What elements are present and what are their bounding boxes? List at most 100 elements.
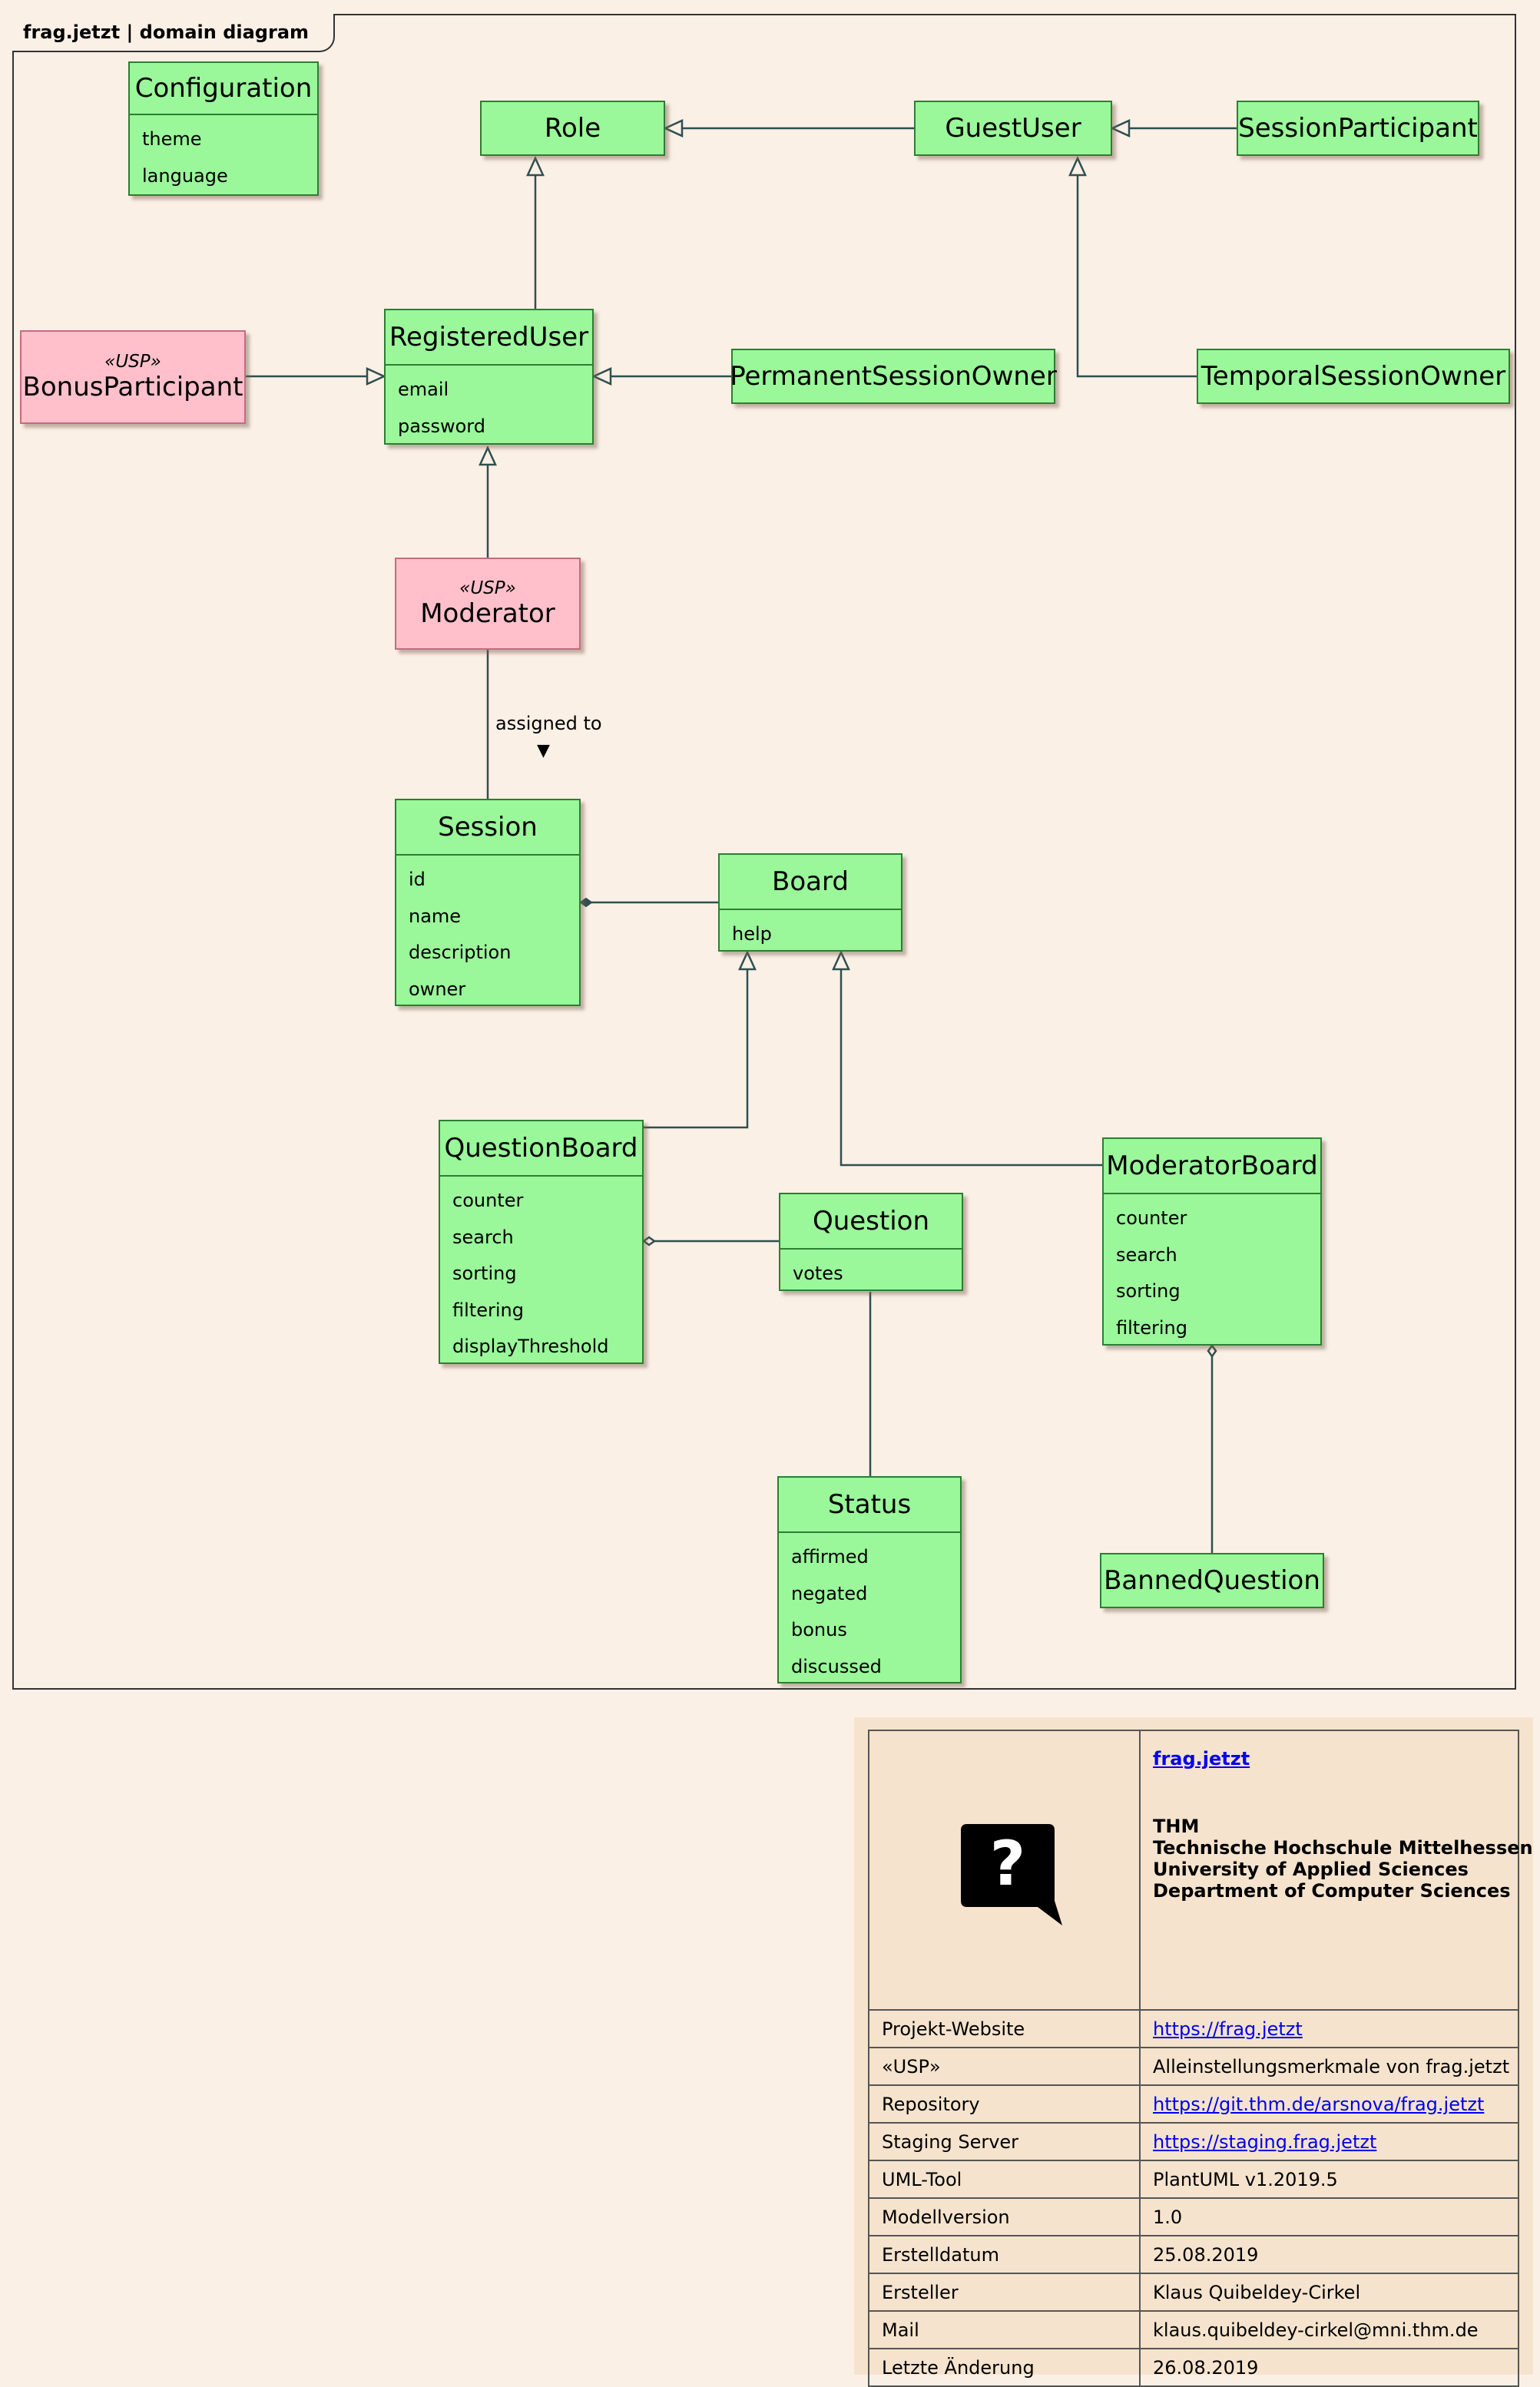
legend-value: Alleinstellungsmerkmale von frag.jetzt: [1139, 2047, 1519, 2086]
org-line: Technische Hochschule Mittelhessen: [1153, 1837, 1533, 1859]
class-name: GuestUser: [945, 113, 1081, 144]
project-info-cell: frag.jetzt THM Technische Hochschule Mit…: [1139, 1730, 1533, 2011]
attribute: counter: [1116, 1207, 1187, 1229]
legend-row: Erstelldatum 25.08.2019: [868, 2235, 1519, 2274]
triangle-guestuser-bottom: [1068, 155, 1087, 177]
class-name: TemporalSessionOwner: [1201, 361, 1506, 392]
legend-label: Projekt-Website: [868, 2009, 1141, 2048]
logo-cell: ?: [868, 1730, 1141, 2011]
class-permanentsessionowner[interactable]: PermanentSessionOwner: [730, 349, 1057, 404]
class-role[interactable]: Role: [480, 101, 665, 156]
diamond-session: [579, 897, 593, 908]
triangle-registereduser-bottom: [479, 445, 497, 466]
diamond-questionboard: [641, 1236, 657, 1246]
legend-label: Letzte Änderung: [868, 2348, 1141, 2387]
attribute: filtering: [452, 1299, 524, 1321]
class-name: Status: [827, 1489, 912, 1520]
class-name: ModeratorBoard: [1106, 1150, 1318, 1181]
triangle-board-bottom-right: [832, 949, 850, 971]
diagram-frame: [12, 14, 1516, 1690]
website-link[interactable]: https://frag.jetzt: [1153, 2018, 1303, 2040]
class-name: BannedQuestion: [1104, 1565, 1320, 1596]
legend-value: klaus.quibeldey-cirkel@mni.thm.de: [1139, 2310, 1519, 2349]
org-line: Department of Computer Sciences: [1153, 1880, 1511, 1902]
legend-value: 25.08.2019: [1139, 2235, 1519, 2274]
attribute: filtering: [1116, 1316, 1187, 1339]
class-status[interactable]: Status affirmed negated bonus discussed: [777, 1476, 962, 1683]
project-link[interactable]: frag.jetzt: [1153, 1748, 1250, 1770]
legend-row: Repository https://git.thm.de/arsnova/fr…: [868, 2084, 1519, 2124]
class-moderatorboard[interactable]: ModeratorBoard counter search sorting fi…: [1102, 1137, 1322, 1346]
class-name: BonusParticipant: [22, 372, 243, 402]
class-guestuser[interactable]: GuestUser: [914, 101, 1112, 156]
attribute: negated: [791, 1582, 868, 1604]
attribute: owner: [409, 978, 466, 1000]
legend-label: Ersteller: [868, 2273, 1141, 2312]
legend-row: Mail klaus.quibeldey-cirkel@mni.thm.de: [868, 2310, 1519, 2349]
question-speech-bubble-icon: ?: [960, 1824, 1062, 1925]
stereotype-label: «USP»: [104, 352, 161, 372]
class-moderator[interactable]: «USP» Moderator: [395, 558, 581, 650]
legend-label: «USP»: [868, 2047, 1141, 2086]
legend-label: UML-Tool: [868, 2160, 1141, 2199]
class-questionboard[interactable]: QuestionBoard counter search sorting fil…: [439, 1120, 644, 1364]
class-question[interactable]: Question votes: [779, 1193, 963, 1291]
legend-label: Modellversion: [868, 2197, 1141, 2236]
class-bannedquestion[interactable]: BannedQuestion: [1100, 1553, 1324, 1608]
stereotype-label: «USP»: [459, 578, 516, 598]
class-name: Moderator: [420, 598, 555, 629]
attribute: counter: [452, 1190, 524, 1211]
class-name: RegisteredUser: [389, 322, 589, 353]
attribute: help: [732, 923, 772, 945]
generalization-questionboard-board: [644, 952, 749, 1129]
org-line: University of Applied Sciences: [1153, 1859, 1469, 1880]
class-sessionparticipant[interactable]: SessionParticipant: [1237, 101, 1479, 156]
class-configuration[interactable]: Configuration theme language: [128, 61, 319, 196]
generalization-temporalsessionowner-guestuser: [1076, 158, 1197, 378]
class-session[interactable]: Session id name description owner: [395, 799, 581, 1006]
class-board[interactable]: Board help: [718, 853, 902, 952]
relationship-lines: [246, 119, 1237, 1553]
svg-text:?: ?: [989, 1828, 1025, 1899]
legend-row: Modellversion 1.0: [868, 2197, 1519, 2236]
class-name: Question: [812, 1206, 930, 1237]
triangle-registereduser-left: [366, 367, 387, 386]
diagram-title: frag.jetzt | domain diagram: [12, 14, 336, 52]
legend-table: ? frag.jetzt THM Technische Hochschule M…: [868, 1730, 1533, 2387]
repository-link[interactable]: https://git.thm.de/arsnova/frag.jetzt: [1153, 2093, 1485, 2115]
legend-row: UML-Tool PlantUML v1.2019.5: [868, 2160, 1519, 2199]
org-line: THM: [1153, 1816, 1200, 1837]
attribute: bonus: [791, 1619, 847, 1640]
attribute: name: [409, 905, 462, 927]
class-registereduser[interactable]: RegisteredUser email password: [384, 309, 594, 445]
class-name: Configuration: [134, 73, 313, 104]
attribute: discussed: [791, 1655, 882, 1677]
attribute: email: [398, 379, 449, 400]
legend-value: PlantUML v1.2019.5: [1139, 2160, 1519, 2199]
attribute: search: [452, 1226, 514, 1248]
attribute: password: [398, 415, 485, 437]
triangle-role-bottom: [526, 155, 545, 177]
legend-row: Staging Server https://staging.frag.jetz…: [868, 2122, 1519, 2161]
triangle-registereduser-right: [591, 367, 612, 386]
class-name: Role: [544, 113, 601, 144]
class-name: SessionParticipant: [1238, 113, 1478, 144]
legend-value: 1.0: [1139, 2197, 1519, 2236]
legend-row: «USP» Alleinstellungsmerkmale von frag.j…: [868, 2047, 1519, 2086]
association-direction-icon: ▼: [537, 741, 550, 760]
attribute: sorting: [452, 1263, 517, 1284]
legend-label: Mail: [868, 2310, 1141, 2349]
class-name: QuestionBoard: [444, 1133, 638, 1164]
triangle-board-bottom-left: [738, 949, 757, 971]
diamond-moderatorboard: [1207, 1343, 1217, 1359]
staging-link[interactable]: https://staging.frag.jetzt: [1153, 2130, 1377, 2153]
attribute: sorting: [1116, 1280, 1181, 1302]
triangle-role-right: [662, 119, 684, 137]
attribute: language: [142, 164, 228, 187]
class-temporalsessionowner[interactable]: TemporalSessionOwner: [1197, 349, 1510, 404]
attribute: affirmed: [791, 1546, 869, 1568]
generalization-moderatorboard-board: [840, 952, 1102, 1167]
legend-row: Projekt-Website https://frag.jetzt: [868, 2009, 1519, 2048]
legend-value: Klaus Quibeldey-Cirkel: [1139, 2273, 1519, 2312]
class-bonusparticipant[interactable]: «USP» BonusParticipant: [20, 330, 246, 424]
